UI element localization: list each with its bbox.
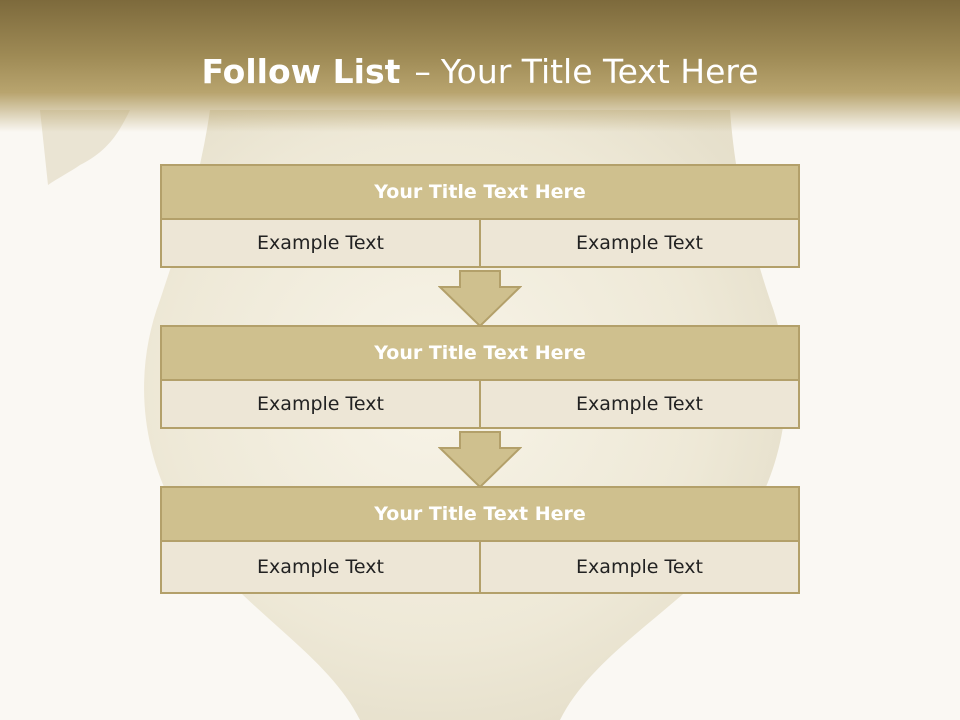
header-bar <box>0 0 960 132</box>
step-title: Your Title Text Here <box>160 325 800 381</box>
step-row: Example Text Example Text <box>160 379 800 429</box>
step-block-1: Your Title Text Here Example Text Exampl… <box>160 164 800 268</box>
step-title: Your Title Text Here <box>160 164 800 220</box>
page-title: Follow List–Your Title Text Here <box>0 52 960 91</box>
step-block-2: Your Title Text Here Example Text Exampl… <box>160 325 800 429</box>
step-cell-right: Example Text <box>479 540 800 594</box>
down-arrow-icon <box>438 270 522 328</box>
step-title: Your Title Text Here <box>160 486 800 542</box>
step-row: Example Text Example Text <box>160 540 800 594</box>
step-row: Example Text Example Text <box>160 218 800 268</box>
step-cell-left: Example Text <box>160 379 481 429</box>
title-bold: Follow List <box>201 52 401 91</box>
step-cell-right: Example Text <box>479 379 800 429</box>
title-separator: – <box>414 52 431 91</box>
step-cell-left: Example Text <box>160 540 481 594</box>
down-arrow-icon <box>438 431 522 489</box>
step-cell-right: Example Text <box>479 218 800 268</box>
title-rest: Your Title Text Here <box>440 52 759 91</box>
step-block-3: Your Title Text Here Example Text Exampl… <box>160 486 800 594</box>
step-cell-left: Example Text <box>160 218 481 268</box>
